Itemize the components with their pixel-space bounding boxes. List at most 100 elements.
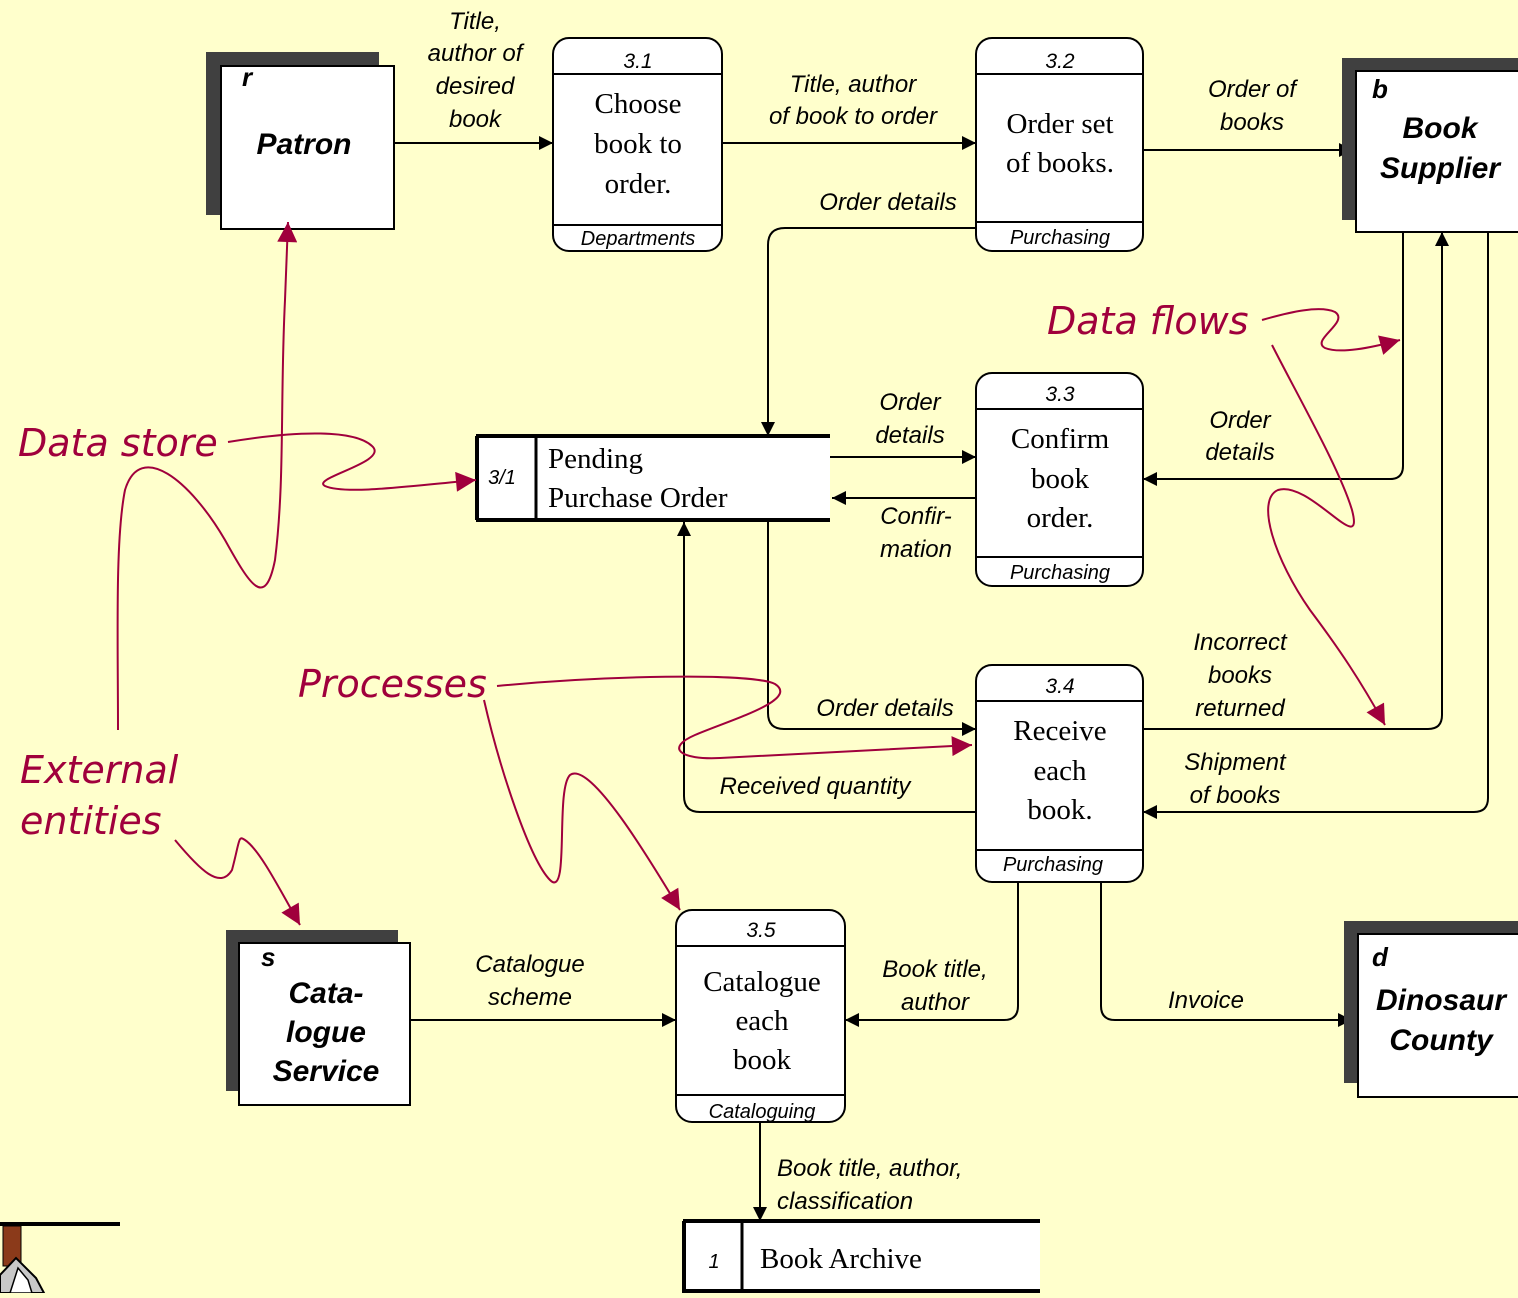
label-3-4-to-supplier-2: books — [1208, 662, 1272, 689]
label-3-4-to-3-5-1: Book title, — [882, 956, 987, 983]
label-supplier-to-3-4-1: Shipment — [1184, 749, 1287, 776]
process-3-5-number: 3.5 — [746, 919, 776, 942]
process-3-3-text-2: book — [1031, 463, 1090, 495]
label-3-4-to-supplier-1: Incorrect — [1193, 629, 1288, 656]
entity-supplier-id: b — [1372, 74, 1388, 104]
annotation-curve-entities-to-patron — [116, 221, 298, 731]
entity-catalogue-name-3: Service — [273, 1055, 380, 1088]
label-3-5-to-archive-2: classification — [777, 1188, 913, 1215]
entity-supplier-name-1: Book — [1403, 112, 1479, 145]
process-3-5: 3.5 Catalogue each book Cataloguing — [675, 909, 846, 1123]
label-supplier-to-3-4-2: of books — [1190, 782, 1281, 809]
entity-catalogue-service: s Cata- logue Service — [226, 930, 411, 1106]
process-3-1-text-3: order. — [605, 168, 672, 200]
process-3-1: 3.1 Choose book to order. Departments — [552, 37, 723, 252]
label-3-2-to-store: Order details — [819, 189, 956, 216]
corner-decoration — [0, 1222, 120, 1294]
label-store-to-3-3-1: Order — [879, 389, 941, 416]
annotation-processes: Processes — [298, 662, 487, 706]
store-pending-name-1: Pending — [548, 443, 643, 475]
process-3-5-text-3: book — [733, 1044, 792, 1076]
label-supplier-to-3-3-2: details — [1205, 439, 1274, 466]
flow-3-4-to-supplier — [1143, 232, 1449, 730]
flow-supplier-to-3-4 — [1143, 232, 1489, 819]
flow-supplier-to-3-3 — [1143, 232, 1404, 486]
store-archive-name: Book Archive — [760, 1243, 922, 1275]
label-3-4-to-store: Received quantity — [720, 773, 913, 800]
label-patron-to-3-1-3: desired — [436, 73, 515, 100]
process-3-3: 3.3 Confirm book order. Purchasing — [975, 372, 1144, 587]
store-pending-purchase-order: 3/1 Pending Purchase Order — [475, 434, 830, 522]
label-catalogue-to-3-5-1: Catalogue — [475, 951, 584, 978]
process-3-5-location: Cataloguing — [709, 1101, 816, 1123]
process-3-3-text-1: Confirm — [1011, 423, 1110, 455]
process-3-3-location: Purchasing — [1010, 562, 1110, 584]
label-3-1-to-3-2-1: Title, author — [790, 71, 918, 98]
label-3-1-to-3-2-2: of book to order — [769, 103, 938, 130]
annotation-labels: Data store Data flows Processes External… — [18, 299, 1249, 843]
entity-catalogue-id: s — [261, 942, 275, 972]
annotation-curve-data-store — [227, 432, 477, 492]
entity-patron-name: Patron — [256, 128, 351, 161]
store-book-archive: 1 Book Archive — [682, 1219, 1040, 1293]
process-3-1-number: 3.1 — [623, 50, 652, 73]
entity-county-id: d — [1372, 942, 1389, 972]
flow-3-4-to-store — [677, 522, 976, 813]
annotation-curve-processes-to-3-5 — [483, 699, 681, 911]
process-3-4: 3.4 Receive each book. Purchasing — [975, 664, 1144, 883]
entity-book-supplier: b Book Supplier — [1342, 58, 1518, 233]
label-3-2-to-supplier-2: books — [1220, 109, 1284, 136]
store-archive-id: 1 — [708, 1251, 719, 1273]
entity-supplier-name-2: Supplier — [1380, 152, 1502, 185]
annotation-external-entities-2: entities — [20, 799, 162, 843]
label-3-3-to-store-2: mation — [880, 536, 952, 563]
entity-patron-id: r — [242, 62, 254, 92]
flow-3-4-to-3-5 — [845, 882, 1019, 1027]
annotation-curves — [116, 221, 1401, 926]
data-flow-lines — [395, 136, 1489, 1221]
annotation-curve-data-flows-right — [1261, 308, 1401, 355]
label-3-4-to-3-5-2: author — [901, 989, 970, 1016]
process-3-1-text-1: Choose — [595, 88, 682, 120]
process-3-4-location: Purchasing — [1003, 854, 1103, 876]
label-3-4-to-supplier-3: returned — [1195, 695, 1285, 722]
entity-catalogue-name-2: logue — [286, 1016, 366, 1049]
label-catalogue-to-3-5-2: scheme — [488, 984, 572, 1011]
annotation-curve-data-flows-down — [1267, 344, 1386, 726]
label-patron-to-3-1-1: Title, — [449, 8, 501, 35]
process-3-1-text-2: book to — [594, 128, 682, 160]
process-3-4-number: 3.4 — [1045, 675, 1074, 698]
label-3-3-to-store-1: Confir- — [880, 503, 952, 530]
annotation-curve-entities-to-catalogue — [174, 837, 301, 926]
label-3-5-to-archive-1: Book title, author, — [777, 1155, 962, 1182]
process-3-5-text-2: each — [735, 1005, 789, 1037]
flow-3-2-to-pending-store — [761, 227, 976, 436]
flow-labels: Title, author of desired book Title, aut… — [428, 8, 1299, 1215]
annotation-external-entities-1: External — [20, 748, 179, 792]
process-3-4-text-2: each — [1033, 755, 1087, 787]
process-3-5-text-1: Catalogue — [703, 966, 821, 998]
entity-catalogue-name-1: Cata- — [288, 977, 363, 1010]
store-pending-id: 3/1 — [488, 467, 516, 489]
process-3-2-location: Purchasing — [1010, 227, 1110, 249]
label-patron-to-3-1-2: author of — [428, 40, 525, 67]
entity-dinosaur-county: d Dinosaur County — [1344, 921, 1518, 1098]
annotation-data-flows: Data flows — [1047, 299, 1249, 343]
entity-county-name-1: Dinosaur — [1376, 984, 1508, 1017]
process-3-2-text-2: of books. — [1006, 147, 1114, 179]
entity-patron: r Patron — [206, 52, 395, 230]
process-3-2-text-1: Order set — [1006, 108, 1113, 140]
annotation-data-store: Data store — [18, 421, 218, 465]
flow-store-to-3-4 — [767, 520, 976, 736]
label-store-to-3-3-2: details — [875, 422, 944, 449]
entity-county-name-2: County — [1389, 1024, 1494, 1057]
process-3-2: 3.2 Order set of books. Purchasing — [975, 37, 1144, 252]
process-3-4-text-3: book. — [1027, 794, 1092, 826]
label-3-4-to-county: Invoice — [1168, 987, 1244, 1014]
label-store-to-3-4: Order details — [816, 695, 953, 722]
label-patron-to-3-1-4: book — [449, 106, 503, 133]
process-3-2-number: 3.2 — [1045, 50, 1075, 73]
label-3-2-to-supplier-1: Order of — [1208, 76, 1298, 103]
